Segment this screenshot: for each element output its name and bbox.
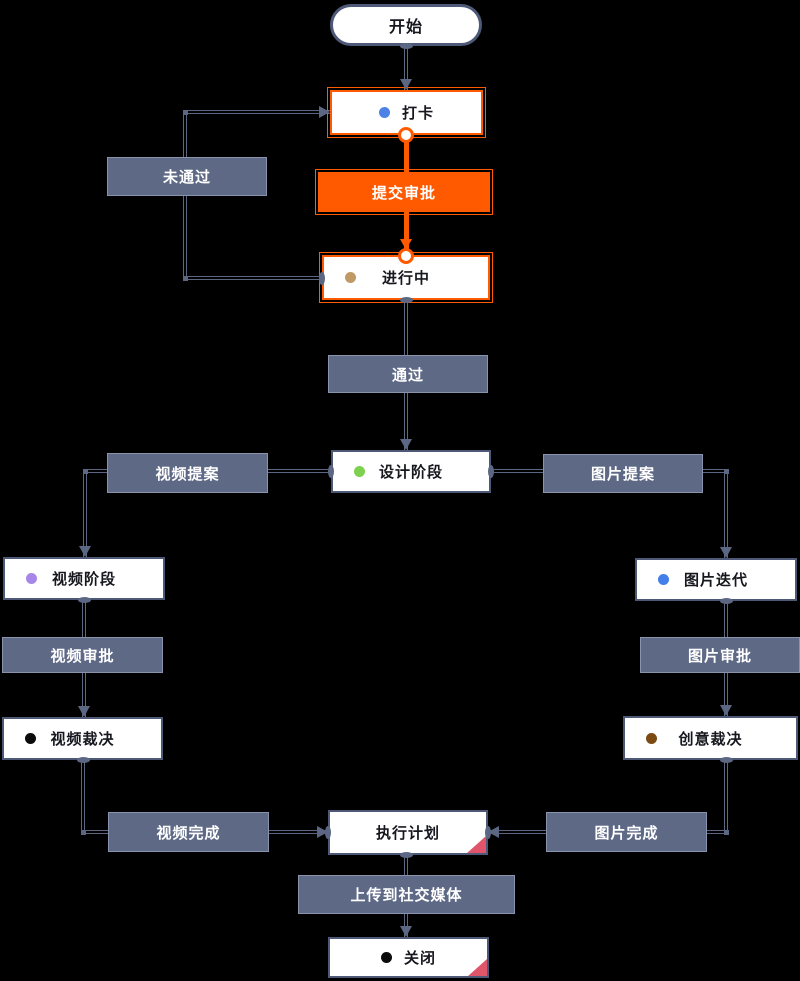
port-start-bottom [399, 43, 413, 49]
edge-label-text: 视频完成 [156, 824, 221, 842]
link-endpoint-handle[interactable] [398, 127, 414, 143]
edge-label-video-approval[interactable]: 视频审批 [2, 637, 163, 673]
arrowhead-into-exec-right [488, 826, 499, 838]
port-imageiteration-bottom [719, 598, 733, 604]
connector-corner [182, 275, 188, 281]
edge-label-submit-approval[interactable]: 提交审批 [315, 169, 493, 215]
connector-corner [182, 109, 188, 115]
edge-label-passed[interactable]: 通过 [328, 355, 488, 393]
node-start[interactable]: 开始 [330, 4, 482, 46]
status-dot-green [354, 466, 365, 477]
node-label: 视频阶段 [51, 571, 116, 588]
node-label: 图片迭代 [683, 572, 748, 589]
node-close[interactable]: 关闭 [328, 937, 489, 978]
arrowhead-into-close [400, 926, 412, 937]
connector-corner [82, 468, 88, 474]
node-creative-verdict[interactable]: 创意裁决 [623, 716, 798, 760]
edge-label-upload-social[interactable]: 上传到社交媒体 [298, 875, 515, 914]
arrowhead-into-inprogress [400, 239, 412, 250]
edge-label-text: 通过 [391, 366, 424, 384]
edge-label-video-proposal[interactable]: 视频提案 [107, 453, 268, 493]
node-label: 进行中 [381, 270, 430, 287]
edge-label-image-approval[interactable]: 图片审批 [640, 637, 800, 673]
connector-loop-top [182, 109, 330, 114]
arrowhead-into-videophase [79, 546, 91, 557]
connector-loop-bottom [182, 275, 322, 280]
edge-label-image-complete[interactable]: 图片完成 [546, 812, 707, 852]
port-videophase-bottom [77, 597, 91, 603]
arrowhead-into-exec-left [317, 826, 328, 838]
edge-label-video-complete[interactable]: 视频完成 [108, 812, 269, 852]
node-label: 设计阶段 [378, 464, 443, 481]
edge-label-text: 上传到社交媒体 [350, 887, 463, 904]
status-dot-black [25, 733, 36, 744]
node-label: 视频裁决 [50, 731, 115, 748]
port-inprogress-bottom [399, 297, 413, 303]
corner-flag-icon [467, 836, 486, 853]
edge-label-text: 视频审批 [50, 647, 115, 665]
edge-label-text: 图片审批 [687, 647, 752, 665]
connector-corner [723, 829, 729, 835]
corner-flag-icon [468, 959, 487, 976]
connector-creative-down [723, 760, 728, 835]
port-videoverdict-bottom [76, 757, 90, 763]
edge-label-text: 提交审批 [371, 184, 436, 202]
arrowhead-into-imageiteration [720, 547, 732, 558]
status-dot-blue [658, 574, 669, 585]
node-label: 执行计划 [375, 825, 440, 842]
connector-start-checkin [403, 46, 408, 90]
arrowhead-into-design [400, 439, 412, 450]
port-exec-bottom [399, 852, 413, 858]
connector-to-videophase [82, 468, 87, 557]
edge-label-text: 视频提案 [155, 465, 220, 483]
node-label: 开始 [388, 19, 423, 36]
connector-corner [723, 468, 729, 474]
port-exec-left [325, 825, 331, 839]
port-design-right [488, 464, 494, 478]
node-image-iteration[interactable]: 图片迭代 [635, 558, 797, 601]
edge-label-text: 图片提案 [590, 466, 655, 483]
status-dot-tan [345, 272, 356, 283]
status-dot-blue [378, 107, 390, 118]
status-dot-brown [646, 732, 657, 744]
node-label: 关闭 [403, 950, 436, 967]
edge-label-image-proposal[interactable]: 图片提案 [543, 454, 703, 493]
arrowhead-loop-into-checkin [319, 106, 330, 118]
node-label: 打卡 [401, 105, 434, 122]
status-dot-black [380, 952, 392, 963]
connector-corner [80, 829, 86, 835]
arrowhead-into-creative [720, 705, 732, 716]
port-inprogress-left [319, 271, 325, 285]
status-dot-purple [26, 573, 37, 584]
link-endpoint-handle[interactable] [398, 248, 414, 264]
node-video-phase[interactable]: 视频阶段 [3, 557, 165, 600]
node-label: 创意裁决 [678, 730, 743, 748]
port-creative-bottom [719, 757, 733, 763]
node-execute-plan[interactable]: 执行计划 [328, 810, 488, 855]
connector-videoverdict-down [80, 760, 85, 835]
edge-label-text: 未通过 [162, 169, 211, 186]
edge-label-text: 图片完成 [594, 824, 659, 842]
port-design-left [328, 464, 334, 478]
connector-to-imageiteration [723, 468, 728, 558]
arrowhead-into-videoverdict [78, 706, 90, 717]
arrowhead-into-checkin [400, 79, 412, 90]
node-design-phase[interactable]: 设计阶段 [331, 450, 491, 493]
edge-label-not-passed[interactable]: 未通过 [107, 157, 267, 196]
node-video-verdict[interactable]: 视频裁决 [2, 717, 163, 760]
